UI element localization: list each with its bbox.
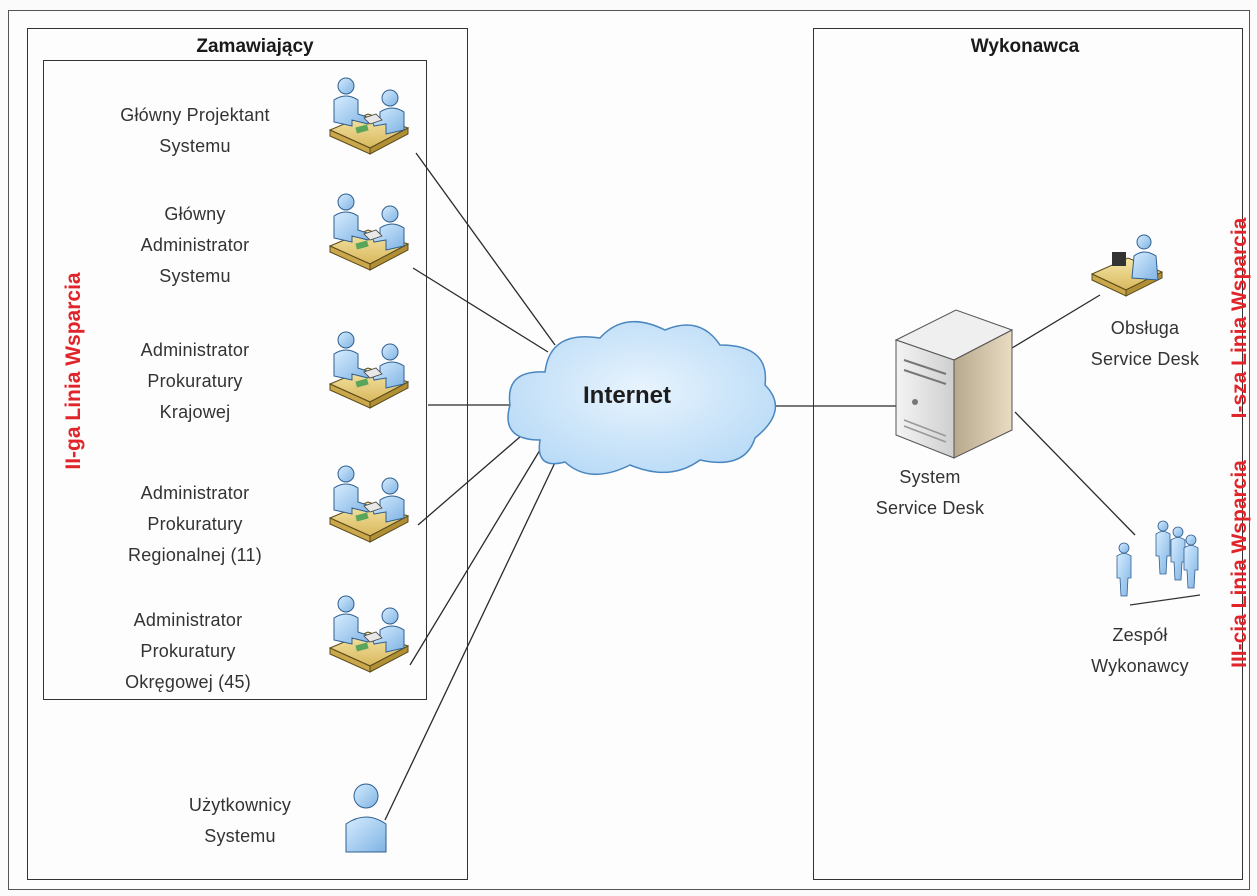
user-icon — [345, 783, 387, 853]
wykonawca-title: Wykonawca — [970, 36, 1080, 57]
meeting-icon-district-admin — [329, 595, 409, 673]
second-line-box — [43, 60, 427, 700]
server-icon — [894, 309, 1014, 459]
meeting-icon-chief-admin — [329, 193, 409, 271]
connection-lines — [384, 152, 1136, 821]
wykonawca-box — [813, 28, 1243, 880]
meeting-icon-regional-admin — [329, 465, 409, 543]
team-icon — [1116, 520, 1201, 606]
zamawiajacy-title: Zamawiający — [196, 36, 314, 57]
internet-label: Internet — [583, 382, 672, 409]
operator-icon — [1090, 234, 1164, 297]
meeting-icon-chief-designer — [329, 77, 409, 155]
internet-cloud-icon — [507, 320, 777, 476]
zamawiajacy-box — [27, 28, 468, 880]
meeting-icon-national-admin — [329, 331, 409, 409]
